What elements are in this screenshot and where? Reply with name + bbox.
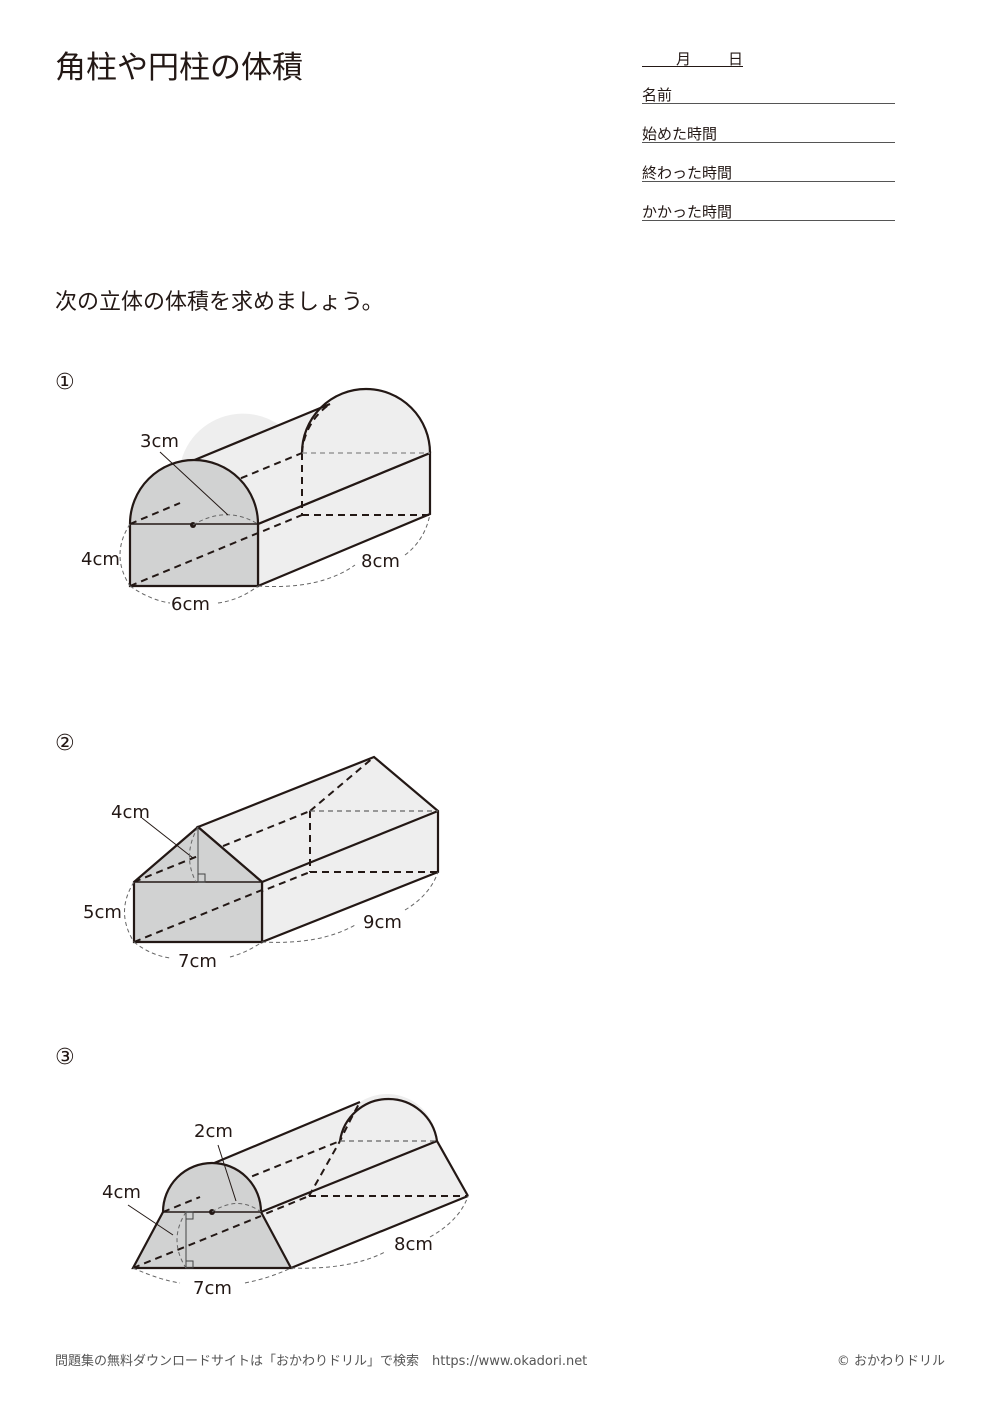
problem-1-width-label: 6cm	[171, 594, 210, 615]
elapsed-time-field[interactable]: かかった時間	[642, 200, 895, 221]
date-field[interactable]: 月 日	[642, 48, 744, 68]
problem-1-number: ①	[55, 370, 75, 395]
instruction-text: 次の立体の体積を求めましょう。	[55, 290, 384, 315]
start-time-label: 始めた時間	[642, 125, 718, 143]
problem-3-depth-label: 8cm	[394, 1234, 433, 1255]
end-time-label: 終わった時間	[642, 164, 733, 182]
problem-1-height-label: 4cm	[81, 549, 120, 570]
problem-2-height-label: 5cm	[83, 902, 122, 923]
start-time-row: 始めた時間	[642, 122, 895, 161]
info-block: 月 日 名前 始めた時間 終わった時間 かかった時間	[642, 44, 895, 239]
problem-3-trapezoid-height-label: 4cm	[102, 1182, 141, 1203]
elapsed-time-label: かかった時間	[642, 203, 733, 221]
problem-1-depth-label: 8cm	[361, 551, 400, 572]
problem-2-depth-label: 9cm	[363, 912, 402, 933]
end-time-row: 終わった時間	[642, 161, 895, 200]
problem-2-number: ②	[55, 731, 75, 756]
problem-3-number: ③	[55, 1045, 75, 1070]
page-title: 角柱や円柱の体積	[55, 50, 303, 86]
name-row: 名前	[642, 83, 895, 122]
name-field[interactable]: 名前	[642, 83, 895, 104]
footer-copyright: © おかわりドリル	[836, 1354, 945, 1369]
problem-2-triangle-height-label: 4cm	[111, 802, 150, 823]
month-label: 月	[676, 50, 692, 68]
start-time-field[interactable]: 始めた時間	[642, 122, 895, 143]
problem-3-radius-label: 2cm	[194, 1121, 233, 1142]
problem-3-base-label: 7cm	[193, 1278, 232, 1299]
day-label: 日	[728, 50, 744, 68]
problem-2-width-label: 7cm	[178, 951, 217, 972]
footer-site-text: 問題集の無料ダウンロードサイトは「おかわりドリル」で検索 https://www…	[55, 1354, 588, 1369]
end-time-field[interactable]: 終わった時間	[642, 161, 895, 182]
name-label: 名前	[642, 86, 673, 104]
problem-1-radius-label: 3cm	[140, 431, 179, 452]
date-row: 月 日	[642, 44, 895, 83]
elapsed-time-row: かかった時間	[642, 200, 895, 239]
